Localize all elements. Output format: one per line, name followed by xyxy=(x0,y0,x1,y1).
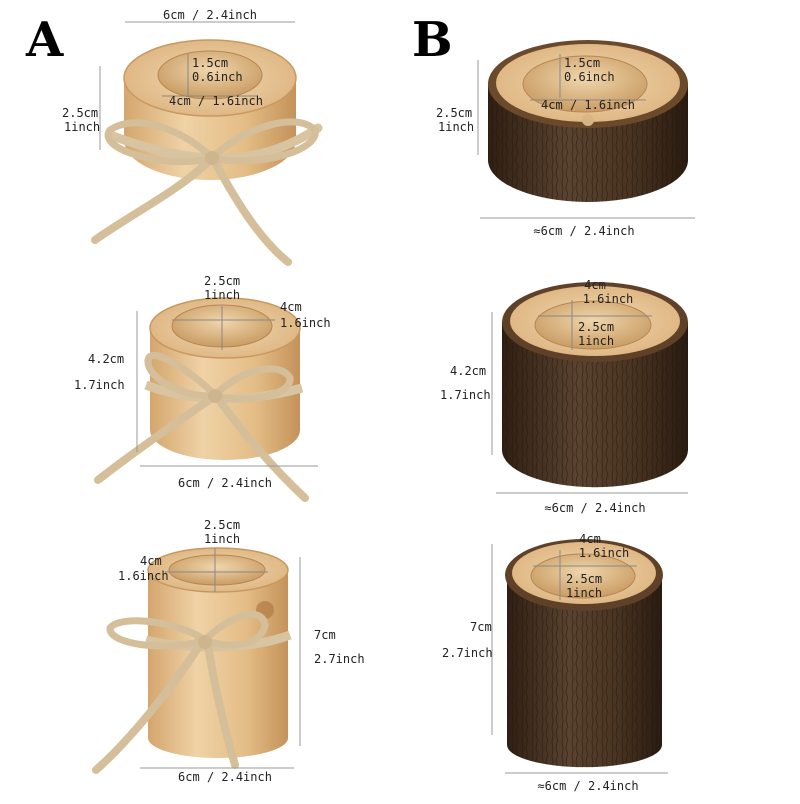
candle-hole xyxy=(168,554,266,586)
b-short-width-label: ≈6cm / 2.4inch xyxy=(533,224,635,238)
holder-b-tall xyxy=(491,539,668,774)
b-tall-height-inch-label: 2.7inch xyxy=(442,646,493,660)
a-short-height-label: 2.5cm xyxy=(62,106,99,120)
b-short-inner-width-label: 4cm / 1.6inch xyxy=(541,98,635,112)
twine-tail-right xyxy=(204,641,239,769)
b-tall-inner-width-label: 4cm xyxy=(579,532,601,546)
a-medium-inner-depth-label: 2.5cm xyxy=(203,274,241,288)
candle-hole xyxy=(522,55,648,113)
wood-side xyxy=(148,570,288,758)
bark-texture xyxy=(502,322,688,488)
bark-texture xyxy=(507,575,662,768)
holder-a-tall xyxy=(92,547,301,774)
twine-tail-right xyxy=(214,394,309,502)
twine-bow-right-loop xyxy=(208,365,294,403)
b-medium-inner-depth-inch-label: 1inch xyxy=(578,334,615,348)
b-tall-width-label: ≈6cm / 2.4inch xyxy=(537,779,639,793)
a-medium-height-label: 4.2cm xyxy=(88,352,125,366)
candle-hole xyxy=(534,300,652,350)
a-medium-inner-width-inch-label: 1.6inch xyxy=(280,316,331,330)
candle-hole xyxy=(530,553,636,599)
a-short-inner-width-label: 4cm / 1.6inch xyxy=(169,94,263,108)
b-short-height-inch-label: 1inch xyxy=(438,120,475,134)
holder-a-short xyxy=(91,21,323,266)
twine-tail-left xyxy=(92,641,204,774)
b-tall-inner-depth-inch-label: 1inch xyxy=(566,586,603,600)
b-tall-height-label: 7cm xyxy=(470,620,492,634)
a-medium-inner-width-label: 4cm xyxy=(280,300,302,314)
holder-b-medium xyxy=(491,282,688,494)
holder-a-medium xyxy=(94,297,318,502)
twine-bow-left-loop xyxy=(106,617,213,650)
a-medium-height-inch-label: 1.7inch xyxy=(74,378,125,392)
twine-knot xyxy=(198,635,212,649)
a-tall-inner-width-inch-label: 1.6inch xyxy=(118,569,169,583)
b-tall-inner-depth-label: 2.5cm xyxy=(566,572,603,586)
b-short-height-label: 2.5cm xyxy=(436,106,473,120)
a-tall-inner-depth-label: 2.5cm xyxy=(203,518,241,532)
candle-hole xyxy=(157,50,263,100)
b-medium-inner-depth-label: 2.5cm xyxy=(578,320,615,334)
b-short-inner-depth-label: 1.5cm xyxy=(564,56,601,70)
a-tall-height-inch-label: 2.7inch xyxy=(314,652,365,666)
a-short-width-label: 6cm / 2.4inch xyxy=(163,8,257,22)
a-tall-inner-width-label: 4cm xyxy=(140,554,162,568)
a-tall-height-label: 7cm xyxy=(314,628,336,642)
a-short-height-inch-label: 1inch xyxy=(64,120,101,134)
twine-bow-left-loop xyxy=(104,119,219,166)
panel-label-b: B xyxy=(412,12,453,68)
twine-tail-left xyxy=(94,394,216,484)
holder-b-short xyxy=(477,40,695,219)
twine-tail-right xyxy=(210,156,292,266)
b-medium-height-inch-label: 1.7inch xyxy=(440,388,491,402)
b-medium-width-label: ≈6cm / 2.4inch xyxy=(544,501,646,515)
twine-tail-left xyxy=(91,156,214,244)
twine-bow-right-loop xyxy=(204,118,319,165)
b-tall-inner-width-inch-label: 1.6inch xyxy=(578,546,630,560)
panel-label-a: A xyxy=(26,12,64,68)
a-short-inner-depth-inch-label: 0.6inch xyxy=(192,70,243,84)
a-short-inner-depth-label: 1.5cm xyxy=(192,56,229,70)
b-medium-inner-width-label: 4cm xyxy=(584,278,606,292)
b-short-inner-depth-inch-label: 0.6inch xyxy=(564,70,615,84)
a-tall-inner-depth-inch-label: 1inch xyxy=(203,532,241,546)
a-medium-width-label: 6cm / 2.4inch xyxy=(178,476,272,490)
b-medium-inner-width-inch-label: 1.6inch xyxy=(582,292,634,306)
b-medium-height-label: 4.2cm xyxy=(450,364,487,378)
hole-center-mark xyxy=(582,114,594,126)
twine-knot xyxy=(208,389,222,403)
a-medium-inner-depth-inch-label: 1inch xyxy=(203,288,241,302)
a-tall-width-label: 6cm / 2.4inch xyxy=(178,770,272,784)
twine-bow-left-loop xyxy=(144,352,223,400)
twine-knot xyxy=(205,151,219,165)
twine-bow-right-loop xyxy=(198,610,269,649)
